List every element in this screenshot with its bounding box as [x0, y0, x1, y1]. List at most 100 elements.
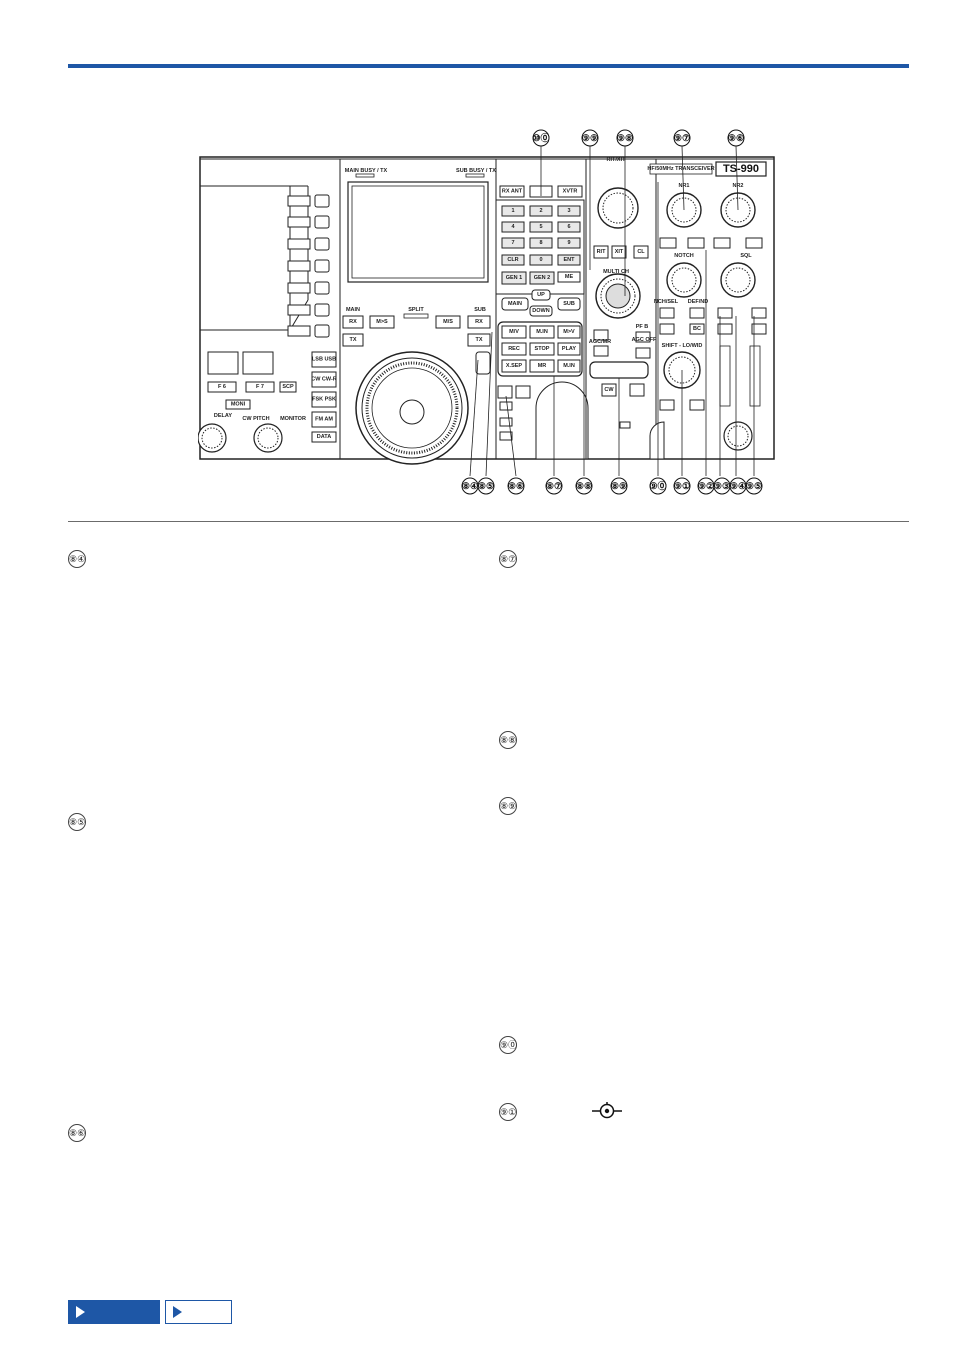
- next-page-button[interactable]: [165, 1300, 232, 1324]
- svg-text:AGC/MR: AGC/MR: [589, 339, 611, 345]
- svg-text:SQL: SQL: [740, 253, 752, 259]
- section-marker-88: ⑧⑧: [499, 731, 517, 749]
- top-rule: [68, 64, 909, 68]
- svg-text:CL: CL: [637, 249, 645, 255]
- svg-text:F 7: F 7: [256, 384, 264, 390]
- svg-text:CW PITCH: CW PITCH: [242, 416, 269, 422]
- svg-text:STOP: STOP: [535, 346, 550, 352]
- svg-text:⑨②: ⑨②: [698, 481, 714, 491]
- svg-text:2: 2: [539, 208, 542, 214]
- svg-text:M.IN: M.IN: [563, 363, 575, 369]
- svg-text:CW: CW: [604, 387, 614, 393]
- svg-text:SHIFT - LO/WID: SHIFT - LO/WID: [662, 343, 703, 349]
- svg-text:⑧④: ⑧④: [462, 481, 478, 491]
- section-marker-86: ⑧⑥: [68, 1124, 86, 1142]
- svg-text:NR2: NR2: [732, 183, 743, 189]
- callout-leaders-top: [540, 145, 739, 296]
- svg-text:GEN 1: GEN 1: [506, 275, 523, 281]
- svg-text:M.IN: M.IN: [536, 329, 548, 335]
- svg-text:⑨①: ⑨①: [674, 481, 690, 491]
- svg-text:REC: REC: [508, 346, 520, 352]
- svg-text:GEN 2: GEN 2: [534, 275, 551, 281]
- svg-text:DELAY: DELAY: [214, 413, 232, 419]
- svg-text:SUB BUSY / TX: SUB BUSY / TX: [456, 168, 496, 174]
- numeric-keypad: 1 2 3 4 5 6 7 8 9 CLR 0 ENT GEN 1 GEN 2 …: [501, 205, 581, 285]
- svg-text:SUB: SUB: [474, 307, 486, 313]
- svg-text:ME: ME: [565, 274, 574, 280]
- svg-text:⑨⓪: ⑨⓪: [649, 480, 666, 491]
- section-divider: [68, 521, 909, 522]
- svg-text:UP: UP: [537, 292, 545, 298]
- section-marker-91: ⑨①: [499, 1103, 517, 1121]
- svg-text:NCH/SEL: NCH/SEL: [654, 299, 679, 305]
- svg-text:M/S: M/S: [443, 319, 453, 325]
- callout-leaders-bottom: [469, 182, 755, 477]
- svg-text:RIT/XIT: RIT/XIT: [607, 157, 627, 163]
- svg-text:5: 5: [539, 224, 542, 230]
- svg-text:DATA: DATA: [317, 434, 331, 440]
- antenna-connector-icon: [592, 1102, 622, 1119]
- svg-text:TS-990: TS-990: [723, 163, 759, 175]
- svg-text:DOWN: DOWN: [532, 308, 549, 314]
- svg-text:MONI: MONI: [231, 402, 246, 408]
- section-marker-84: ⑧④: [68, 550, 86, 568]
- previous-page-button[interactable]: [68, 1300, 160, 1324]
- section-marker-90: ⑨⓪: [499, 1036, 517, 1054]
- svg-text:⑨④: ⑨④: [730, 481, 746, 491]
- svg-text:MAIN BUSY / TX: MAIN BUSY / TX: [345, 168, 388, 174]
- callouts-bottom: ⑧④ ⑧⑤ ⑧⑥ ⑧⑦ ⑧⑧ ⑧⑨ ⑨⓪ ⑨① ⑨② ⑨③ ⑨④ ⑨⑤: [461, 477, 763, 495]
- svg-text:RX ANT: RX ANT: [502, 189, 523, 195]
- svg-text:TX: TX: [349, 337, 356, 343]
- svg-text:9: 9: [567, 240, 570, 246]
- svg-text:MR: MR: [538, 363, 547, 369]
- svg-text:PLAY: PLAY: [562, 346, 576, 352]
- svg-text:0: 0: [539, 257, 542, 263]
- svg-text:ENT: ENT: [564, 257, 576, 263]
- main-tuning-dial: [355, 351, 469, 465]
- play-triangle-icon: [76, 1306, 85, 1318]
- svg-text:FSK PSK: FSK PSK: [312, 397, 336, 403]
- svg-text:6: 6: [567, 224, 570, 230]
- section-marker-87: ⑧⑦: [499, 550, 517, 568]
- svg-text:⑧⑥: ⑧⑥: [508, 481, 524, 491]
- svg-text:MAIN: MAIN: [346, 307, 360, 313]
- svg-text:NR1: NR1: [678, 183, 689, 189]
- svg-text:SCP: SCP: [282, 384, 294, 390]
- svg-text:1: 1: [511, 208, 514, 214]
- svg-text:⑧⑨: ⑧⑨: [611, 481, 627, 491]
- svg-text:7: 7: [511, 240, 514, 246]
- svg-text:⑨⑤: ⑨⑤: [746, 481, 762, 491]
- svg-text:M/V: M/V: [509, 329, 519, 335]
- svg-text:RX: RX: [475, 319, 483, 325]
- play-triangle-icon: [173, 1306, 182, 1318]
- svg-text:⑨⑧: ⑨⑧: [617, 133, 633, 143]
- svg-text:XIT: XIT: [615, 249, 624, 255]
- main-display-frame: [200, 185, 291, 331]
- svg-text:FM AM: FM AM: [315, 417, 333, 423]
- svg-text:⑨⑨: ⑨⑨: [582, 133, 598, 143]
- svg-text:RIT: RIT: [597, 249, 607, 255]
- svg-text:MULTI CH: MULTI CH: [603, 269, 629, 275]
- svg-text:NOTCH: NOTCH: [674, 253, 694, 259]
- mode-buttons: LSB USB CW CW-R FSK PSK FM AM DATA: [311, 351, 337, 443]
- svg-text:LSB USB: LSB USB: [312, 357, 336, 363]
- svg-text:8: 8: [539, 240, 542, 246]
- svg-text:M>S: M>S: [376, 319, 388, 325]
- svg-text:RX: RX: [349, 319, 357, 325]
- svg-text:TX: TX: [475, 337, 482, 343]
- sub-display: [347, 181, 489, 283]
- svg-text:HF/50MHz TRANSCEIVER: HF/50MHz TRANSCEIVER: [647, 166, 714, 172]
- svg-text:PF B: PF B: [636, 324, 649, 330]
- svg-text:M>V: M>V: [563, 329, 575, 335]
- section-marker-85: ⑧⑤: [68, 813, 86, 831]
- svg-text:BC: BC: [693, 326, 701, 332]
- front-panel-illustration: F 6 F 7 SCP MONI LSB USB CW CW-R FSK PSK…: [198, 129, 775, 495]
- svg-text:MAIN: MAIN: [508, 301, 522, 307]
- svg-text:⑨⑦: ⑨⑦: [674, 133, 690, 143]
- svg-text:4: 4: [511, 224, 515, 230]
- svg-text:⑧⑦: ⑧⑦: [546, 481, 562, 491]
- svg-text:CLR: CLR: [507, 257, 518, 263]
- section-marker-89: ⑧⑨: [499, 797, 517, 815]
- svg-text:SUB: SUB: [563, 301, 575, 307]
- svg-text:CW CW-R: CW CW-R: [311, 377, 337, 383]
